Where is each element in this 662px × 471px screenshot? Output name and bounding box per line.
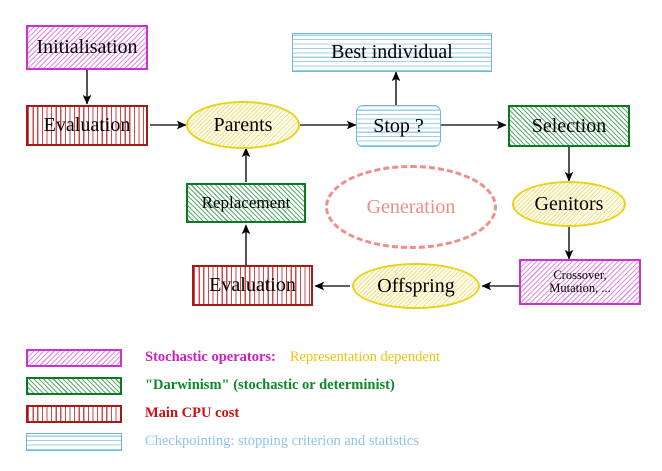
legend-swatch-blue-horizontal-hatch — [26, 432, 122, 451]
node-replacement-label: Replacement — [201, 193, 291, 213]
legend-row-stochastic-operators: Stochastic operators: Representation depe… — [26, 345, 626, 370]
node-replacement[interactable]: Replacement — [186, 183, 306, 223]
node-selection[interactable]: Selection — [508, 105, 630, 147]
legend-label-checkpointing: Checkpointing: stopping criterion and st… — [145, 433, 419, 449]
legend-label-stochastic-operators: Stochastic operators: — [145, 349, 276, 365]
legend-row-checkpointing: Checkpointing: stopping criterion and st… — [26, 429, 626, 454]
node-crossover-mutation[interactable]: Crossover, Mutation, ... — [519, 259, 641, 305]
legend-label-main-cpu-cost: Main CPU cost — [145, 405, 240, 421]
legend-text-main-cpu-cost: Main CPU cost — [145, 405, 239, 422]
generation-label: Generation — [366, 195, 456, 218]
node-parents-label: Parents — [213, 113, 273, 136]
legend-text-stochastic-operators: Stochastic operators: Representation depe… — [145, 349, 440, 366]
legend-label-representation-dependent: Representation dependent — [289, 349, 441, 365]
node-genitors-label: Genitors — [534, 192, 604, 215]
node-evaluation-bottom[interactable]: Evaluation — [192, 265, 313, 306]
node-best-individual-label: Best individual — [331, 41, 453, 64]
node-selection-label: Selection — [531, 114, 607, 137]
node-evaluation-bottom-label: Evaluation — [209, 274, 296, 297]
node-offspring[interactable]: Offspring — [352, 263, 480, 309]
node-evaluation-top-label: Evaluation — [43, 114, 131, 137]
legend: Stochastic operators: Representation depe… — [26, 345, 626, 457]
legend-label-darwinism: "Darwinism" (stochastic or determinist) — [145, 377, 395, 393]
node-parents[interactable]: Parents — [186, 101, 300, 149]
node-best-individual[interactable]: Best individual — [292, 33, 492, 72]
legend-row-darwinism: "Darwinism" (stochastic or determinist) — [26, 373, 626, 398]
legend-swatch-red-vertical-hatch — [26, 404, 122, 423]
legend-text-darwinism: "Darwinism" (stochastic or determinist) — [145, 377, 395, 394]
legend-text-checkpointing: Checkpointing: stopping criterion and st… — [145, 433, 419, 450]
node-initialisation[interactable]: Initialisation — [26, 25, 148, 70]
generation-cycle-marker: Generation — [325, 165, 497, 249]
node-evaluation-top[interactable]: Evaluation — [26, 105, 148, 146]
legend-swatch-magenta-diagonal-hatch — [26, 348, 122, 367]
node-crossover-mutation-label: Crossover, Mutation, ... — [549, 268, 611, 295]
node-stop[interactable]: Stop ? — [356, 105, 441, 147]
legend-swatch-green-diagonal-hatch — [26, 376, 122, 395]
node-initialisation-label: Initialisation — [36, 36, 138, 59]
node-genitors[interactable]: Genitors — [512, 181, 626, 227]
node-offspring-label: Offspring — [377, 274, 455, 297]
legend-row-main-cpu-cost: Main CPU cost — [26, 401, 626, 426]
node-stop-label: Stop ? — [373, 114, 424, 137]
